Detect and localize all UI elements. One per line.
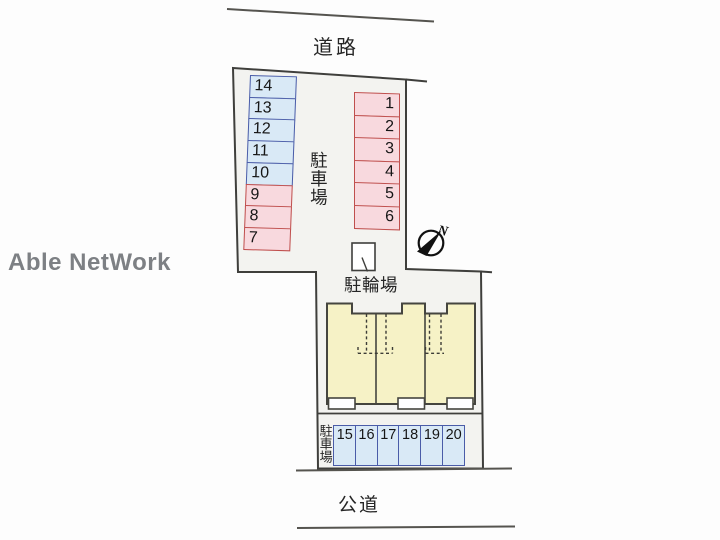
parking-lot-label-bottom: 駐車場	[317, 424, 333, 463]
parking-lot-label: 駐車場	[308, 151, 329, 207]
lot-boundary-overshoot-top	[405, 78, 428, 83]
parking-space-number: 6	[385, 207, 394, 226]
parking-space-number: 19	[423, 426, 440, 443]
parking-space: 17	[376, 425, 400, 466]
parking-space: 15	[333, 425, 357, 466]
parking-space-number: 7	[248, 229, 258, 247]
road-label: 道路	[313, 37, 359, 59]
parking-space-number: 11	[251, 142, 270, 160]
parking-space-number: 1	[385, 94, 394, 113]
parking-space-number: 12	[252, 120, 272, 139]
public-road-label: 公道	[338, 495, 381, 516]
bicycle-leader-line	[361, 257, 369, 272]
parking-space: 4	[354, 159, 400, 186]
compass-icon: N	[417, 223, 450, 257]
parking-space: 7	[243, 226, 292, 252]
parking-space-number: 3	[385, 140, 394, 158]
compass-n-label: N	[435, 223, 450, 240]
compass-needle	[417, 230, 442, 256]
lot-boundary-overshoot-right	[480, 270, 493, 274]
parking-space: 19	[420, 425, 444, 466]
parking-left-column: 14 13 12 11 10 9 8 7	[243, 75, 297, 252]
parking-space-number: 5	[385, 185, 394, 203]
parking-space-number: 18	[402, 426, 419, 443]
parking-space: 2	[354, 114, 400, 141]
bottom-road-line-2	[296, 525, 516, 529]
parking-space: 18	[398, 425, 422, 466]
parking-space-number: 17	[380, 426, 397, 443]
parking-space-number: 2	[385, 117, 394, 135]
watermark: Able NetWork	[8, 249, 171, 276]
parking-space-number: 9	[250, 185, 260, 203]
parking-space: 5	[354, 182, 400, 209]
parking-bottom-row: 15 16 17 18 19 20	[333, 425, 466, 466]
parking-space-number: 16	[358, 426, 375, 443]
parking-space: 20	[441, 425, 466, 466]
bicycle-area	[351, 242, 376, 272]
parking-right-column: 1 2 3 4 5 6	[354, 92, 400, 231]
top-road-line	[226, 8, 435, 23]
parking-space-number: 10	[250, 163, 270, 182]
stair-dashed-outline	[357, 314, 444, 354]
parking-space: 1	[354, 92, 400, 118]
building-outline	[326, 302, 476, 405]
parking-space-number: 4	[385, 162, 394, 181]
entrance-porch	[397, 397, 426, 410]
parking-space: 3	[354, 137, 400, 163]
bottom-road-line-1	[295, 467, 513, 472]
parking-space: 16	[354, 425, 379, 466]
bicycle-parking-label: 駐輪場	[344, 275, 398, 295]
entrance-porch	[446, 397, 474, 410]
parking-space-number: 8	[249, 207, 259, 225]
parking-space-number: 20	[445, 426, 462, 443]
parking-space-number: 13	[253, 98, 272, 117]
entrance-porch	[327, 397, 356, 410]
parking-space: 6	[354, 204, 400, 231]
parking-space-number: 14	[254, 77, 273, 95]
parking-space-number: 15	[336, 426, 353, 443]
